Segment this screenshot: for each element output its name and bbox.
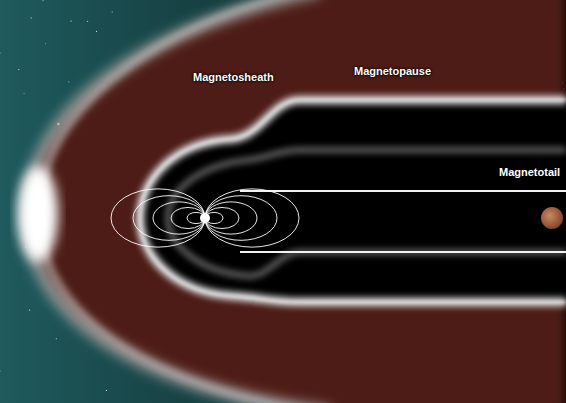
- star: [112, 11, 113, 12]
- bow-shock-nose: [18, 166, 58, 262]
- earth: [200, 213, 210, 223]
- star: [70, 20, 71, 21]
- magnetosheath-region: [28, 0, 566, 403]
- field-line: [205, 196, 277, 241]
- field-line: [205, 202, 257, 234]
- star: [0, 53, 1, 54]
- star: [45, 43, 46, 44]
- region-label: Magnetotail: [499, 166, 560, 178]
- field-line: [205, 207, 239, 228]
- star: [42, 0, 43, 1]
- star: [87, 21, 88, 22]
- star: [31, 17, 32, 18]
- field-line: [153, 202, 205, 234]
- field-line: [205, 189, 299, 247]
- star: [96, 31, 97, 32]
- field-line: [133, 196, 205, 241]
- star: [106, 390, 107, 391]
- star: [18, 69, 19, 70]
- mars: [541, 207, 563, 229]
- field-line: [171, 207, 205, 228]
- star: [29, 309, 30, 310]
- dipole-field-lines: [111, 189, 299, 247]
- star: [68, 81, 69, 82]
- field-line: [111, 189, 205, 247]
- star: [0, 370, 1, 371]
- region-label: Magnetosheath: [193, 71, 274, 83]
- magnetosphere-interior: [140, 100, 566, 302]
- magnetopause-core: [140, 100, 566, 302]
- star: [23, 93, 24, 94]
- magnetopause-band: [140, 100, 566, 302]
- star: [56, 338, 57, 339]
- plasma-sheet-boundary: [168, 150, 566, 276]
- region-label: Magnetopause: [354, 65, 431, 77]
